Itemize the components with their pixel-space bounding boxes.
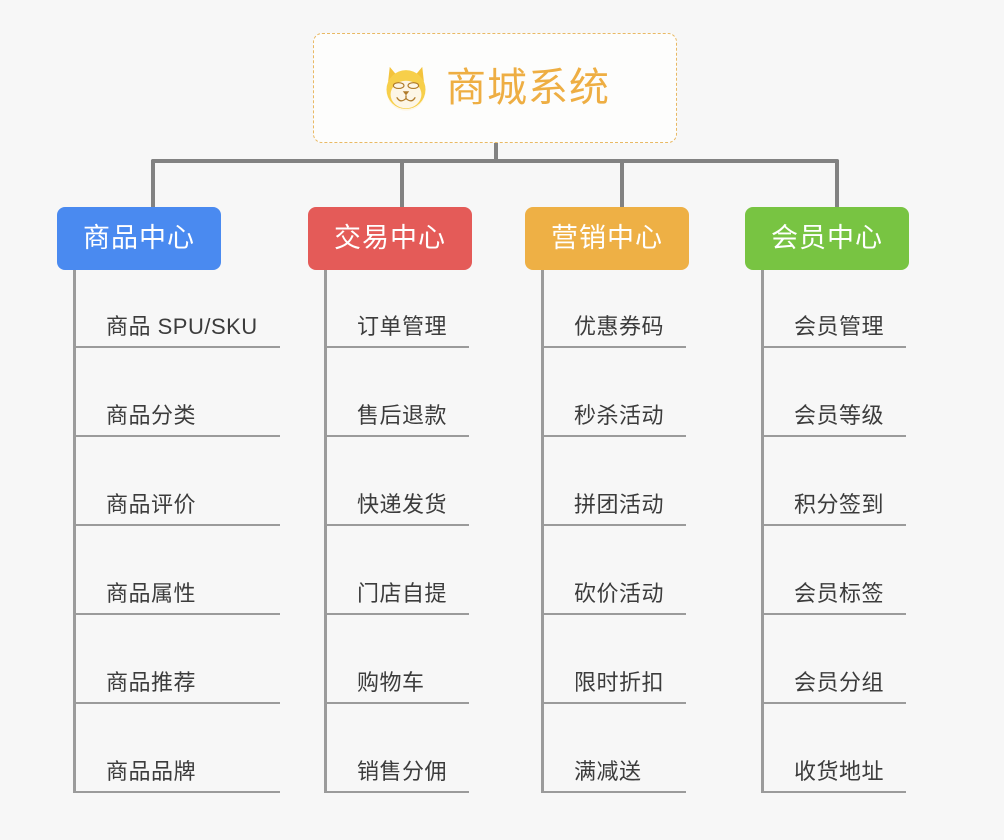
- leaf-label: 砍价活动: [574, 581, 665, 606]
- leaf-label: 会员等级: [794, 403, 885, 428]
- list-item[interactable]: 商品 SPU/SKU: [76, 278, 280, 348]
- list-item[interactable]: 收货地址: [764, 704, 907, 793]
- leaf-label: 积分签到: [794, 492, 885, 517]
- leaf-label: 会员分组: [794, 670, 885, 695]
- leaf-list-marketing-center: 优惠券码 秒杀活动 拼团活动 砍价活动 限时折扣 满减送: [541, 278, 687, 793]
- list-item[interactable]: 商品品牌: [76, 704, 280, 793]
- shiba-dog-face-icon: [380, 62, 432, 114]
- leaf-label: 限时折扣: [574, 670, 665, 695]
- leaf-label: 商品评价: [106, 492, 197, 517]
- branch-trade-center: 交易中心 订单管理 售后退款 快递发货 门店自提 购物车 销售分佣: [308, 207, 472, 793]
- branch-product-center: 商品中心 商品 SPU/SKU 商品分类 商品评价 商品属性 商品推荐 商品品牌: [57, 207, 280, 793]
- category-label: 营销中心: [551, 223, 663, 253]
- leaf-label: 满减送: [574, 759, 642, 784]
- leaf-label: 会员标签: [794, 581, 885, 606]
- leaf-label: 优惠券码: [574, 314, 665, 339]
- category-label: 会员中心: [771, 223, 883, 253]
- list-item[interactable]: 秒杀活动: [544, 348, 687, 437]
- category-label: 商品中心: [83, 223, 195, 253]
- leaf-label: 订单管理: [357, 314, 448, 339]
- leaf-label: 商品属性: [106, 581, 197, 606]
- connector-drop-trade-center: [400, 161, 404, 210]
- list-item[interactable]: 门店自提: [327, 526, 470, 615]
- list-item[interactable]: 快递发货: [327, 437, 470, 526]
- connector-horizontal-bus: [151, 159, 839, 163]
- leaf-label: 商品 SPU/SKU: [106, 314, 258, 339]
- leaf-label: 销售分佣: [357, 759, 448, 784]
- branch-marketing-center: 营销中心 优惠券码 秒杀活动 拼团活动 砍价活动 限时折扣 满减送: [525, 207, 689, 793]
- list-item[interactable]: 会员等级: [764, 348, 907, 437]
- root-node[interactable]: 商城系统: [313, 33, 677, 143]
- list-item[interactable]: 满减送: [544, 704, 687, 793]
- list-item[interactable]: 商品推荐: [76, 615, 280, 704]
- list-item[interactable]: 商品属性: [76, 526, 280, 615]
- leaf-list-trade-center: 订单管理 售后退款 快递发货 门店自提 购物车 销售分佣: [324, 278, 470, 793]
- branch-member-center: 会员中心 会员管理 会员等级 积分签到 会员标签 会员分组 收货地址: [745, 207, 909, 793]
- category-header-marketing-center[interactable]: 营销中心: [525, 207, 689, 270]
- list-item[interactable]: 优惠券码: [544, 278, 687, 348]
- list-item[interactable]: 拼团活动: [544, 437, 687, 526]
- leaf-label: 会员管理: [794, 314, 885, 339]
- list-item[interactable]: 会员管理: [764, 278, 907, 348]
- leaf-label: 门店自提: [357, 581, 448, 606]
- leaf-label: 快递发货: [357, 492, 448, 517]
- connector-root-stem: [494, 143, 498, 163]
- leaf-label: 拼团活动: [574, 492, 665, 517]
- leaf-label: 收货地址: [794, 759, 885, 784]
- list-item[interactable]: 商品评价: [76, 437, 280, 526]
- connector-drop-member-center: [835, 161, 839, 210]
- list-item[interactable]: 订单管理: [327, 278, 470, 348]
- list-item[interactable]: 砍价活动: [544, 526, 687, 615]
- category-header-member-center[interactable]: 会员中心: [745, 207, 909, 270]
- list-item[interactable]: 商品分类: [76, 348, 280, 437]
- leaf-list-product-center: 商品 SPU/SKU 商品分类 商品评价 商品属性 商品推荐 商品品牌: [73, 278, 280, 793]
- category-header-product-center[interactable]: 商品中心: [57, 207, 221, 270]
- leaf-label: 售后退款: [357, 403, 448, 428]
- leaf-label: 商品推荐: [106, 670, 197, 695]
- list-item[interactable]: 会员标签: [764, 526, 907, 615]
- category-header-trade-center[interactable]: 交易中心: [308, 207, 472, 270]
- list-item[interactable]: 限时折扣: [544, 615, 687, 704]
- list-item[interactable]: 会员分组: [764, 615, 907, 704]
- category-label: 交易中心: [334, 223, 446, 253]
- connector-drop-marketing-center: [620, 161, 624, 210]
- connector-drop-product-center: [151, 161, 155, 210]
- leaf-label: 秒杀活动: [574, 403, 665, 428]
- list-item[interactable]: 售后退款: [327, 348, 470, 437]
- leaf-label: 购物车: [357, 670, 425, 695]
- leaf-label: 商品分类: [106, 403, 197, 428]
- list-item[interactable]: 购物车: [327, 615, 470, 704]
- list-item[interactable]: 积分签到: [764, 437, 907, 526]
- root-title: 商城系统: [446, 66, 610, 110]
- list-item[interactable]: 销售分佣: [327, 704, 470, 793]
- leaf-label: 商品品牌: [106, 759, 197, 784]
- leaf-list-member-center: 会员管理 会员等级 积分签到 会员标签 会员分组 收货地址: [761, 278, 907, 793]
